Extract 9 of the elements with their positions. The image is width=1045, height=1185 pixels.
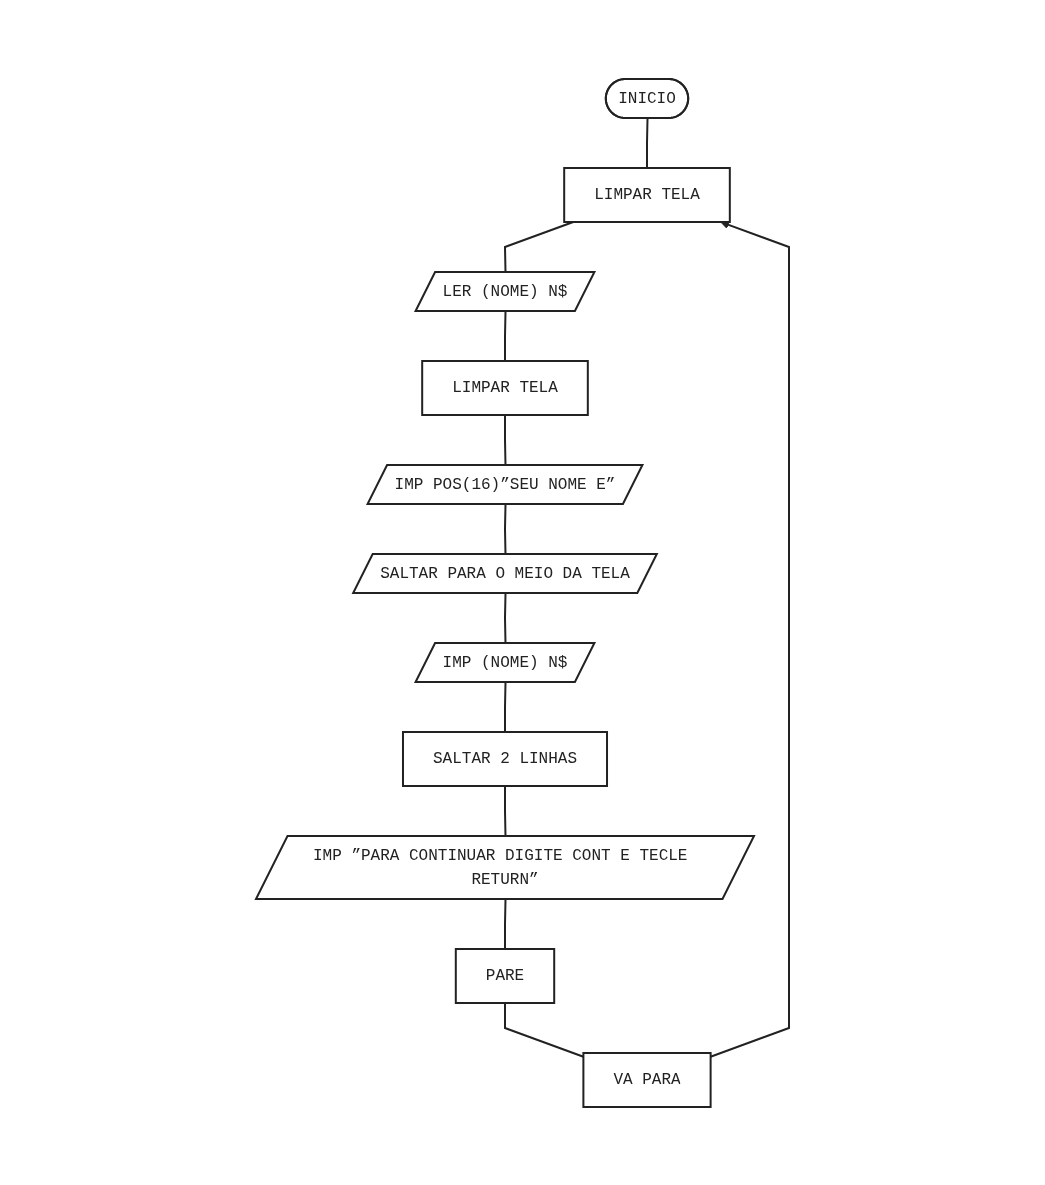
node-box: LIMPAR TELA bbox=[563, 166, 731, 223]
node-box: PARE bbox=[454, 947, 556, 1004]
connector bbox=[504, 681, 507, 733]
connector bbox=[504, 310, 507, 362]
connector bbox=[504, 898, 507, 950]
node-box: LIMPAR TELA bbox=[421, 359, 589, 416]
node-box: SALTAR 2 LINHAS bbox=[402, 730, 608, 787]
connector bbox=[646, 117, 649, 169]
node-box: VA PARA bbox=[582, 1051, 712, 1108]
